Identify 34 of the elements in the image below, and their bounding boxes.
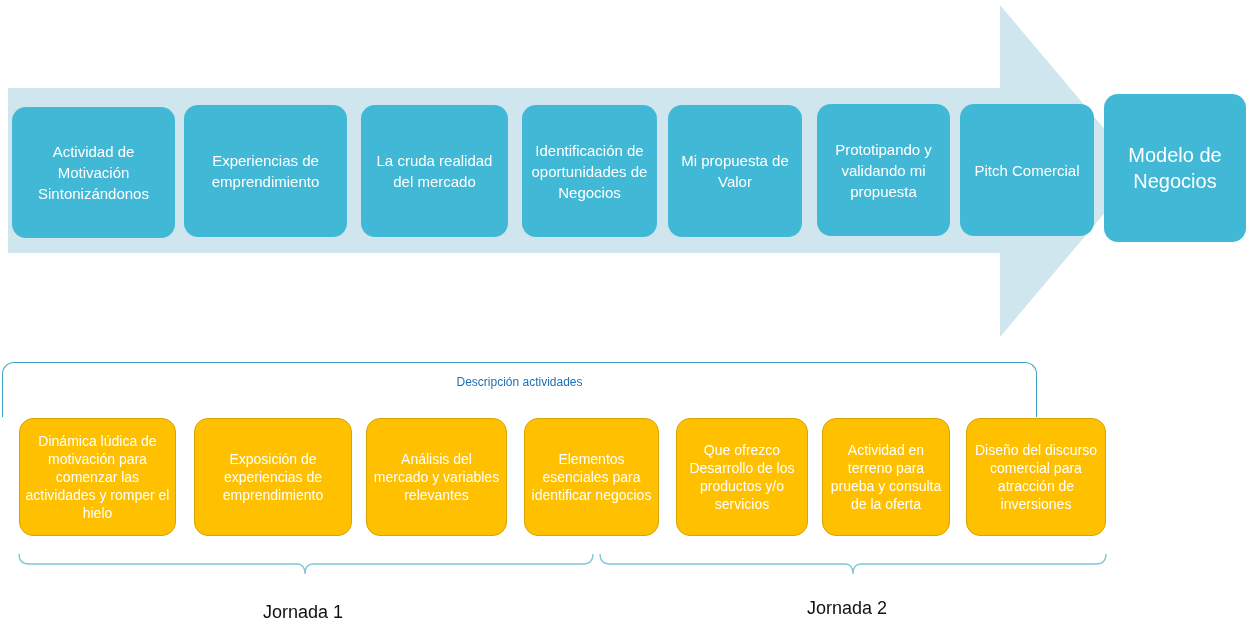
- group-frame: [2, 362, 1037, 417]
- process-box: [1104, 94, 1246, 242]
- box-label: Diseño del discurso comercial para atracción de inversiones: [973, 440, 1099, 514]
- process-box: [668, 105, 802, 237]
- process-box: [522, 105, 657, 237]
- process-box: [524, 418, 659, 536]
- box-label: Descripción actividades: [456, 375, 583, 389]
- process-box: [194, 418, 352, 536]
- box-label: Experiencias de emprendimiento: [210, 151, 321, 192]
- box-label: Dinámica lúdica de motivación para comenzar las actividades y romper el hielo: [25, 431, 170, 523]
- box-label: Análisis del mercado y variables relevantes: [372, 449, 501, 505]
- box-label: Prototipando y validando mi propuesta: [834, 139, 933, 202]
- box-label: Mi propuesta de Valor: [680, 151, 790, 192]
- box-label: Modelo de Negocios: [1127, 143, 1223, 194]
- process-box: [366, 418, 507, 536]
- box-label: Actividad de Motivación Sintonizándonos: [37, 142, 150, 204]
- process-box: [966, 418, 1106, 536]
- process-box: [817, 104, 950, 236]
- group-label: Jornada 2: [807, 598, 888, 619]
- box-label: Actividad en terreno para prueba y consulta de la oferta: [829, 440, 943, 514]
- box-label: Exposición de experiencias de emprendimiento: [221, 449, 325, 505]
- process-box: [184, 105, 347, 237]
- box-label: Que ofrezco Desarrollo de los productos y/o servicios: [688, 440, 796, 514]
- group-label: Jornada 1: [263, 602, 344, 623]
- process-box: [361, 105, 508, 237]
- process-box: [960, 104, 1094, 236]
- process-box: [19, 418, 176, 536]
- process-box: [676, 418, 808, 536]
- process-box: [12, 107, 175, 238]
- box-label: Elementos esenciales para identificar negocios: [530, 449, 653, 505]
- box-label: La cruda realidad del mercado: [375, 151, 494, 192]
- box-label: Identificación de oportunidades de Negocios: [530, 140, 649, 203]
- process-box: [822, 418, 950, 536]
- box-label: Pitch Comercial: [974, 160, 1080, 181]
